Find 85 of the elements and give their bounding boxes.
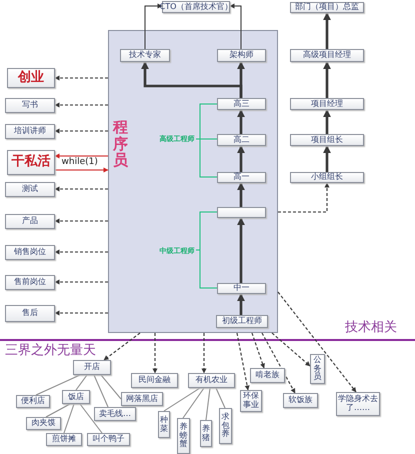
- arrow: [152, 333, 158, 374]
- role-box: 销售岗位: [5, 245, 55, 260]
- arrow: [237, 217, 245, 283]
- connector-line: [216, 388, 226, 408]
- arrow: [144, 4, 162, 50]
- arrow: [237, 145, 245, 172]
- arrow: [54, 218, 108, 224]
- role-box: 便利店: [16, 395, 50, 408]
- role-box: 卖毛线…: [94, 407, 136, 421]
- role-box: 软饭族: [283, 393, 318, 408]
- role-box: 项目组长: [290, 134, 364, 146]
- role-box: 技术专家: [120, 49, 170, 62]
- role-box: 民间金融: [131, 373, 178, 388]
- role-box: 售后: [5, 305, 55, 322]
- connector-line: [76, 374, 88, 390]
- role-box: 公务员: [310, 354, 325, 384]
- connector-line: [182, 388, 204, 418]
- role-box: 养螃蟹: [177, 418, 190, 454]
- edge-label: while(1): [60, 158, 99, 167]
- connector-line: [164, 388, 200, 412]
- role-box: 项目经理: [290, 98, 364, 110]
- role-box: 初级工程师: [216, 315, 268, 328]
- empty-box: [217, 207, 266, 218]
- arrow: [54, 154, 108, 158]
- arrow: [54, 102, 108, 108]
- arrow: [323, 12, 331, 49]
- role-box: 培训讲师: [5, 124, 55, 139]
- arrow: [54, 76, 108, 80]
- role-box: 种菜: [158, 411, 170, 438]
- role-box: 售前岗位: [5, 275, 55, 290]
- role-box: 架构师: [217, 49, 266, 62]
- role-box: 学隐身术去了……: [336, 392, 380, 416]
- role-box: 高一: [217, 172, 266, 183]
- arrow: [54, 250, 108, 254]
- arrow: [54, 128, 108, 134]
- role-box: 写书: [5, 98, 55, 113]
- arrow: [323, 109, 331, 134]
- connector-line: [94, 374, 108, 408]
- role-box: 煎饼摊: [46, 433, 82, 446]
- role-box: 啃老族: [250, 368, 285, 383]
- arrow: [272, 332, 310, 366]
- role-box: 饭店: [62, 390, 90, 404]
- role-box: 环保事业: [240, 390, 262, 412]
- role-box: 小组组长: [290, 172, 364, 183]
- arrow: [251, 332, 265, 368]
- arrow: [236, 332, 250, 390]
- role-box: 高级项目经理: [290, 49, 364, 62]
- arrow: [237, 109, 245, 134]
- arrow: [278, 292, 356, 392]
- arrow: [202, 333, 206, 374]
- arrow: [262, 332, 296, 394]
- role-box: 干私活: [7, 150, 55, 175]
- role-box: 部门（项目）总监: [290, 2, 364, 13]
- section-label: 三界之外无量天: [5, 344, 96, 357]
- arrow: [54, 280, 108, 284]
- section-label: 技术相关: [345, 321, 397, 334]
- role-box: 有机农业: [188, 373, 235, 388]
- arrow: [323, 61, 331, 98]
- arrow: [54, 186, 108, 192]
- role-box: 产品: [5, 214, 55, 229]
- role-box: 网落黑店: [121, 392, 163, 406]
- role-box: 高三: [217, 98, 266, 110]
- connector-line: [206, 388, 210, 420]
- role-box: 养猪: [200, 420, 212, 447]
- role-box: 高二: [217, 134, 266, 146]
- arrow: [323, 145, 331, 172]
- role-box: 创业: [7, 68, 55, 88]
- role-box: 肉夹馍: [26, 417, 61, 430]
- arrow: [141, 61, 242, 98]
- arrow: [54, 310, 108, 316]
- arrow: [230, 4, 242, 50]
- role-box: 叫个鸭子: [87, 433, 130, 446]
- role-box: 求包养: [219, 408, 232, 444]
- arrow: [104, 332, 140, 360]
- arrow: [237, 293, 245, 315]
- arrow: [278, 182, 330, 213]
- arrow: [54, 168, 108, 172]
- role-box: 中一: [217, 283, 266, 294]
- role-box: CTO（首席技术官）: [162, 1, 230, 13]
- connector-line: [80, 404, 102, 434]
- role-box: 开店: [73, 360, 111, 375]
- connector-line: [36, 374, 80, 396]
- arrow: [237, 182, 245, 207]
- connector-line: [100, 374, 122, 400]
- role-box: 测试: [5, 182, 55, 197]
